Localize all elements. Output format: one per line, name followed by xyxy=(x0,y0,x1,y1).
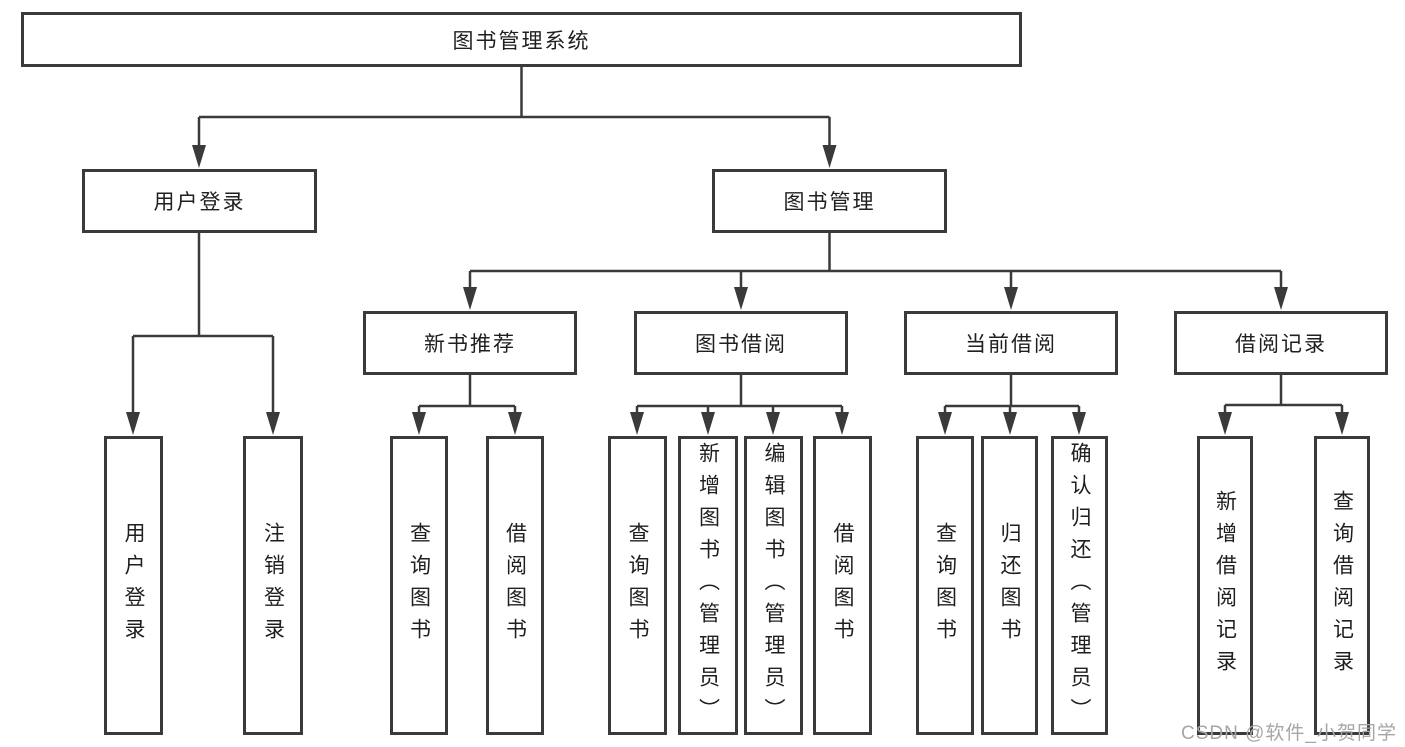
node-new-book-recommend-label: 新书推荐 xyxy=(424,333,516,356)
node-root: 图书管理系统 xyxy=(21,12,1022,67)
node-new-book-recommend: 新书推荐 xyxy=(363,311,577,375)
leaf-borrow-books-label: 借阅图书 xyxy=(831,521,854,650)
arrowhead xyxy=(1072,412,1086,435)
node-current-borrow: 当前借阅 xyxy=(904,311,1118,375)
leaf-query-books-current-label: 查询图书 xyxy=(933,521,957,650)
leaf-logout-label: 注销登录 xyxy=(261,521,285,650)
leaf-confirm-return-admin-label: 确认归还（管理员） xyxy=(1068,441,1091,730)
arrowhead xyxy=(1335,412,1349,435)
node-book-management: 图书管理 xyxy=(712,169,947,233)
arrowhead xyxy=(822,145,837,168)
leaf-confirm-return-admin: 确认归还（管理员） xyxy=(1051,436,1108,735)
leaf-logout: 注销登录 xyxy=(243,436,303,735)
leaf-edit-books-admin: 编辑图书（管理员） xyxy=(744,436,803,735)
leaf-borrow-books: 借阅图书 xyxy=(813,436,872,735)
leaf-return-books-label: 归还图书 xyxy=(998,521,1021,650)
leaf-user-login: 用户登录 xyxy=(104,436,163,735)
node-root-label: 图书管理系统 xyxy=(452,29,591,53)
leaf-borrow-books-recommend: 借阅图书 xyxy=(486,436,544,735)
node-book-management-label: 图书管理 xyxy=(783,191,876,214)
arrowhead xyxy=(835,412,849,435)
csdn-watermark: CSDN @软件_小贺同学 xyxy=(1181,723,1397,744)
leaf-query-books-current: 查询图书 xyxy=(916,436,974,735)
arrowhead xyxy=(463,287,477,310)
leaf-query-books-borrow: 查询图书 xyxy=(608,436,667,735)
arrowhead xyxy=(938,412,952,435)
leaf-query-borrow-record: 查询借阅记录 xyxy=(1314,436,1370,735)
leaf-edit-books-admin-label: 编辑图书（管理员） xyxy=(762,441,785,730)
arrowhead xyxy=(192,145,206,168)
node-borrow-records: 借阅记录 xyxy=(1174,311,1388,375)
arrowhead xyxy=(1004,287,1018,310)
leaf-user-login-label: 用户登录 xyxy=(122,521,145,650)
arrowhead xyxy=(126,412,140,435)
leaf-query-books-borrow-label: 查询图书 xyxy=(626,521,649,650)
leaf-query-borrow-record-label: 查询借阅记录 xyxy=(1330,489,1354,682)
leaf-query-books-recommend: 查询图书 xyxy=(390,436,448,735)
arrowhead xyxy=(701,412,715,435)
node-borrow-records-label: 借阅记录 xyxy=(1235,333,1327,356)
arrowhead xyxy=(1003,412,1017,435)
arrowhead xyxy=(508,412,522,435)
leaf-query-books-recommend-label: 查询图书 xyxy=(407,521,431,650)
arrowhead xyxy=(734,287,748,310)
leaf-add-books-admin: 新增图书（管理员） xyxy=(678,436,738,735)
arrowhead xyxy=(266,412,280,435)
node-book-borrow: 图书借阅 xyxy=(634,311,848,375)
arrowhead xyxy=(630,412,644,435)
leaf-return-books: 归还图书 xyxy=(981,436,1038,735)
node-user-login: 用户登录 xyxy=(82,169,317,233)
arrowhead xyxy=(1218,412,1232,435)
node-current-borrow-label: 当前借阅 xyxy=(965,333,1057,356)
leaf-borrow-books-recommend-label: 借阅图书 xyxy=(503,521,527,650)
node-user-login-label: 用户登录 xyxy=(153,191,246,214)
leaf-add-borrow-record-label: 新增借阅记录 xyxy=(1213,489,1237,682)
leaf-add-borrow-record: 新增借阅记录 xyxy=(1197,436,1253,735)
arrowhead xyxy=(412,412,426,435)
arrowhead xyxy=(1274,287,1288,310)
arrowhead xyxy=(766,412,780,435)
leaf-add-books-admin-label: 新增图书（管理员） xyxy=(696,441,720,730)
node-book-borrow-label: 图书借阅 xyxy=(695,333,787,356)
